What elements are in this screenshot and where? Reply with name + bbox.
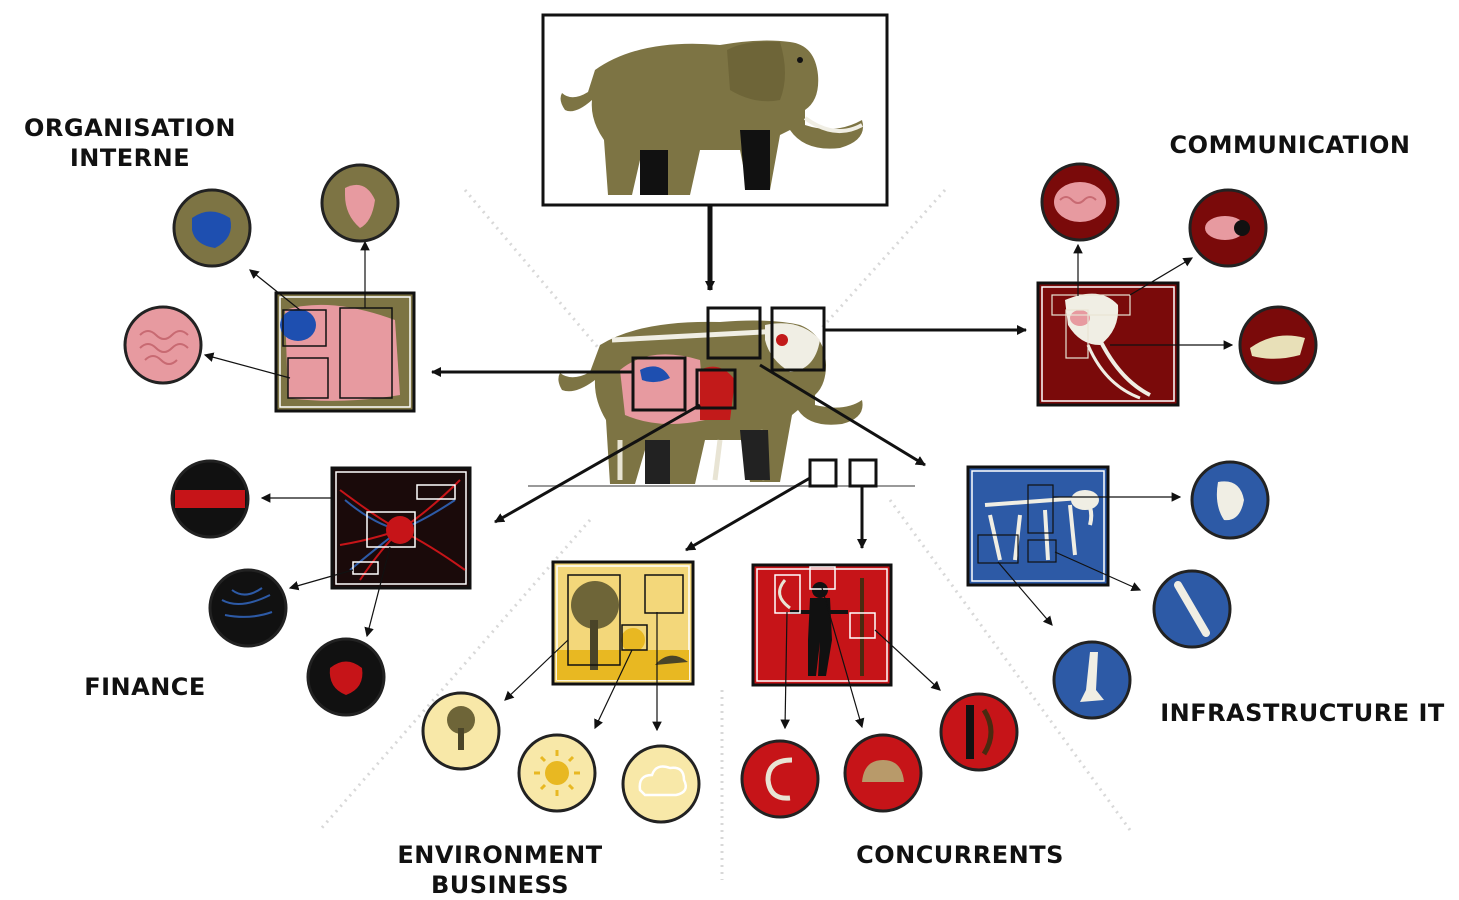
finance-panel: [330, 466, 472, 590]
concurrents-arrows: [780, 587, 941, 730]
communication-panel: [1036, 281, 1180, 407]
spear-icon: [939, 692, 1019, 772]
organisation-panel: [274, 291, 416, 413]
concurrents-label: CONCURRENTS: [856, 841, 1064, 869]
organisation-circles: [123, 163, 400, 385]
organisation-arrows: [203, 240, 370, 379]
top-elephant-frame: [541, 13, 889, 207]
elephant-legs-dark: [640, 130, 770, 195]
finance-circles: [170, 459, 386, 717]
infrastructure-panel: [966, 465, 1110, 587]
environment-panel: [551, 560, 695, 686]
organisation-label-line1: ORGANISATION: [24, 114, 236, 142]
finance-label: FINANCE: [84, 673, 206, 701]
infrastructure-label: INFRASTRUCTURE IT: [1160, 699, 1445, 727]
organisation-label-line2: INTERNE: [69, 144, 191, 172]
infrastructure-circles: [1052, 460, 1270, 720]
sickle-icon: [740, 739, 820, 819]
infrastructure-arrows: [997, 492, 1182, 626]
finance-arrows: [260, 493, 391, 638]
communication-circles: [1040, 162, 1318, 385]
cloud-icon: [621, 744, 701, 824]
organisation-interne-label: ORGANISATION INTERNE: [10, 113, 250, 173]
elephant-eye: [797, 57, 803, 63]
center-arrows: [431, 325, 1027, 552]
blue-veins-icon: [208, 568, 288, 648]
guide-lines: [318, 189, 1132, 880]
elephant-icon: [560, 40, 864, 195]
concurrents-panel: [751, 563, 893, 687]
communication-label: COMMUNICATION: [1169, 131, 1411, 159]
center-elephant: [528, 306, 915, 488]
communication-arrows: [1073, 243, 1234, 350]
environment-label-line2: BUSINESS: [431, 871, 569, 899]
concurrents-circles: [740, 692, 1019, 819]
environment-label-line1: ENVIRONMENT: [397, 841, 603, 869]
elephant-tusk: [803, 116, 863, 134]
environment-arrows: [504, 612, 662, 732]
intestine-icon: [123, 305, 203, 385]
environment-circles: [421, 691, 701, 824]
environment-business-label: ENVIRONMENT BUSINESS: [380, 840, 620, 900]
